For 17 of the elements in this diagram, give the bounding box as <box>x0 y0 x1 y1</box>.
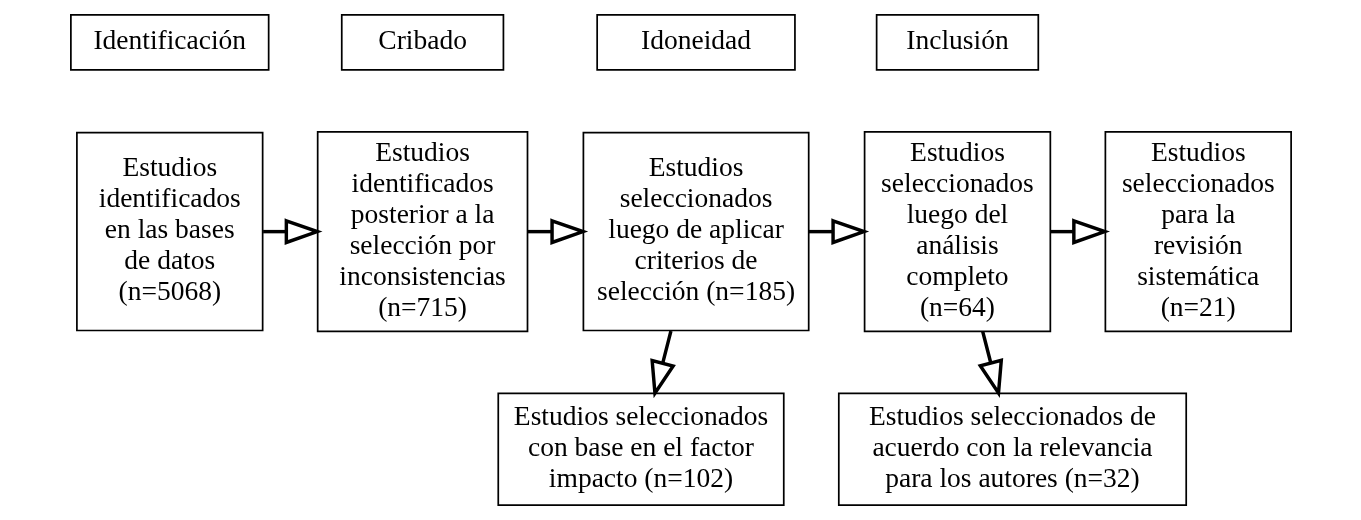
arrow <box>1050 218 1110 245</box>
node-box: Estudios seleccionados con base en el factor impacto (n=102) <box>496 392 785 506</box>
node-box: Estudios seleccionados luego de aplicar criterios de selección (n=185) <box>582 131 810 332</box>
node-box: Inclusión <box>875 14 1039 71</box>
arrow <box>649 330 676 399</box>
node-box: Estudios identificados posterior a la selección por inconsistencias (n=715) <box>316 131 528 333</box>
node-box: Idoneidad <box>595 14 796 71</box>
node-box: Estudios seleccionados de acuerdo con la relevancia para los autores (n=32) <box>837 392 1187 506</box>
arrow <box>808 218 869 245</box>
node-box: Estudios identificados en las bases de datos (n=5068) <box>75 131 263 332</box>
node-box: Cribado <box>340 14 504 71</box>
node-box: Estudios seleccionados para la revisión sistemática (n=21) <box>1104 131 1292 333</box>
node-box: Estudios seleccionados luego del análisis completo (n=64) <box>863 131 1051 333</box>
arrow <box>262 218 322 245</box>
arrow <box>977 331 1003 399</box>
node-box: Identificación <box>69 14 270 71</box>
arrow <box>527 218 588 245</box>
